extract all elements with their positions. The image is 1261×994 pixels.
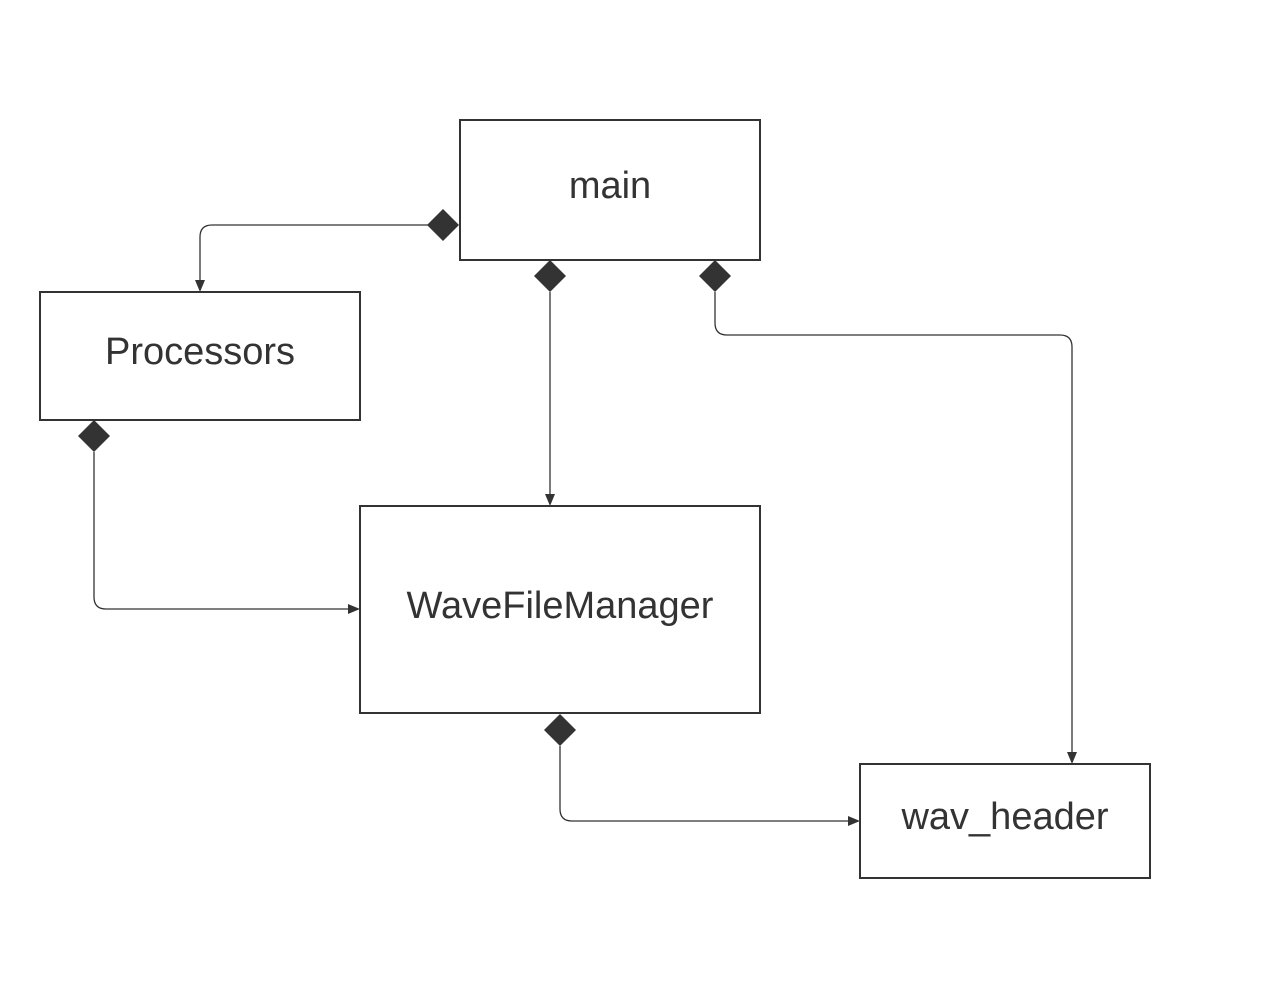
- composition-diamond-icon: [427, 209, 459, 241]
- node-processors-label: Processors: [105, 331, 295, 373]
- node-wavefilemanager[interactable]: WaveFileManager: [359, 505, 761, 714]
- node-processors[interactable]: Processors: [39, 291, 361, 421]
- edge-processors-wavefilemanager: [78, 420, 360, 614]
- arrowhead-icon: [1067, 752, 1077, 764]
- node-wav-header[interactable]: wav_header: [859, 763, 1151, 879]
- composition-diamond-icon: [544, 714, 576, 746]
- edge-main-wav-header: [699, 260, 1077, 764]
- edge-main-processors: [195, 209, 459, 292]
- edge-wavefilemanager-wav-header: [544, 714, 860, 826]
- edge-main-wavefilemanager: [534, 260, 566, 506]
- composition-diamond-icon: [699, 260, 731, 292]
- arrowhead-icon: [348, 604, 360, 614]
- node-wavefilemanager-label: WaveFileManager: [407, 585, 714, 627]
- node-wav-header-label: wav_header: [900, 796, 1108, 838]
- composition-diamond-icon: [78, 420, 110, 452]
- arrowhead-icon: [848, 816, 860, 826]
- arrowhead-icon: [545, 494, 555, 506]
- node-main-label: main: [569, 165, 651, 207]
- arrowhead-icon: [195, 280, 205, 292]
- composition-diamond-icon: [534, 260, 566, 292]
- node-main[interactable]: main: [459, 119, 761, 261]
